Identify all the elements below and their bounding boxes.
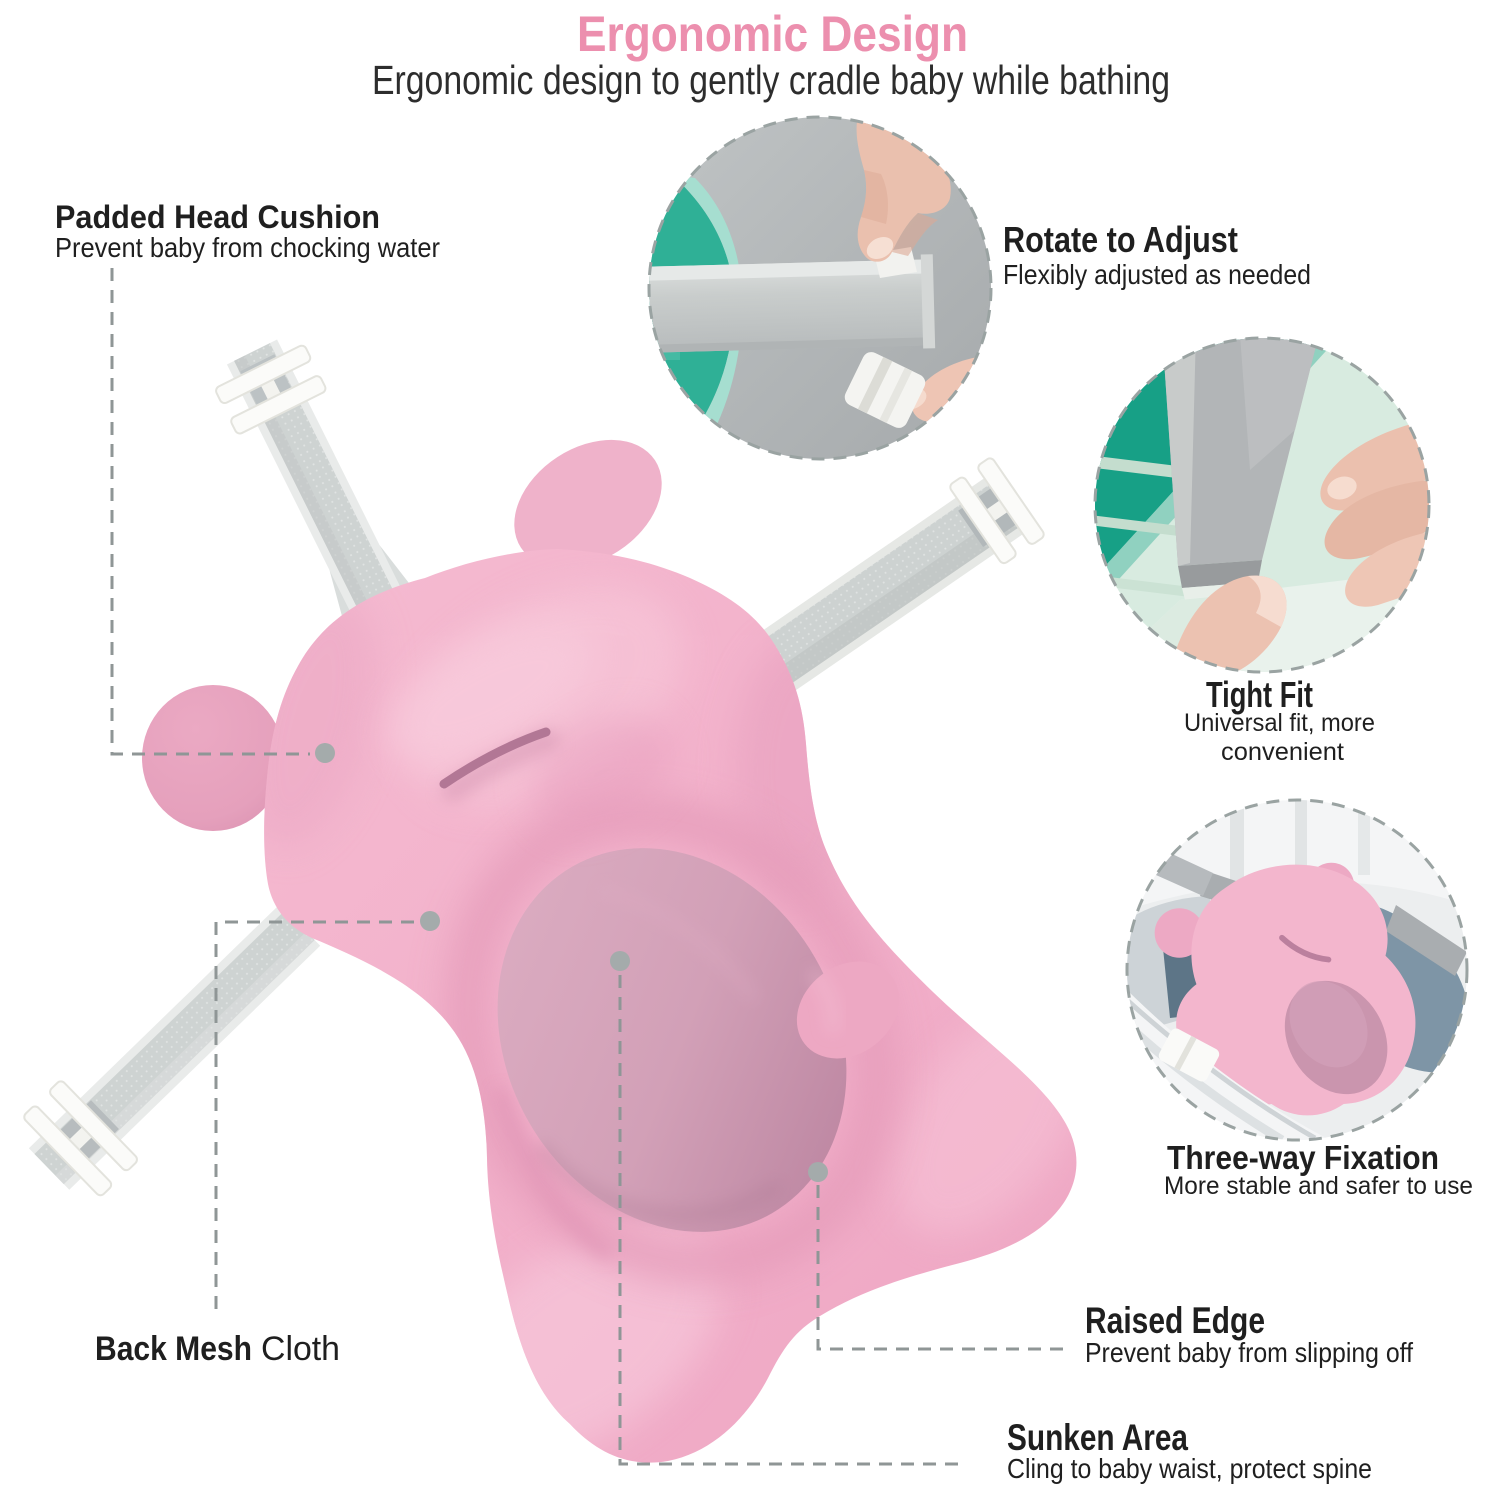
svg-text:More stable and safer to use: More stable and safer to use xyxy=(1164,1172,1473,1200)
svg-text:Ergonomic design to gently cra: Ergonomic design to gently cradle baby w… xyxy=(372,57,1170,103)
svg-text:Sunken Area: Sunken Area xyxy=(1007,1417,1188,1458)
svg-text:convenient: convenient xyxy=(1221,738,1344,766)
svg-text:Cling to baby waist, protect s: Cling to baby waist, protect spine xyxy=(1007,1453,1372,1484)
svg-text:Rotate to Adjust: Rotate to Adjust xyxy=(1003,219,1238,260)
svg-text:Cloth: Cloth xyxy=(261,1330,340,1368)
svg-text:Tight Fit: Tight Fit xyxy=(1206,674,1313,715)
svg-text:Universal fit, more: Universal fit, more xyxy=(1184,709,1375,737)
svg-text:Flexibly adjusted as needed: Flexibly adjusted as needed xyxy=(1003,259,1311,290)
svg-text:Raised Edge: Raised Edge xyxy=(1085,1300,1265,1341)
svg-text:Prevent baby from chocking wat: Prevent baby from chocking water xyxy=(55,232,440,263)
svg-text:Ergonomic Design: Ergonomic Design xyxy=(577,6,968,62)
svg-text:Padded Head Cushion: Padded Head Cushion xyxy=(55,199,380,235)
svg-text:Three-way Fixation: Three-way Fixation xyxy=(1167,1139,1439,1176)
svg-text:Prevent baby from slipping off: Prevent baby from slipping off xyxy=(1085,1337,1413,1368)
svg-text:Back Mesh: Back Mesh xyxy=(95,1330,252,1368)
